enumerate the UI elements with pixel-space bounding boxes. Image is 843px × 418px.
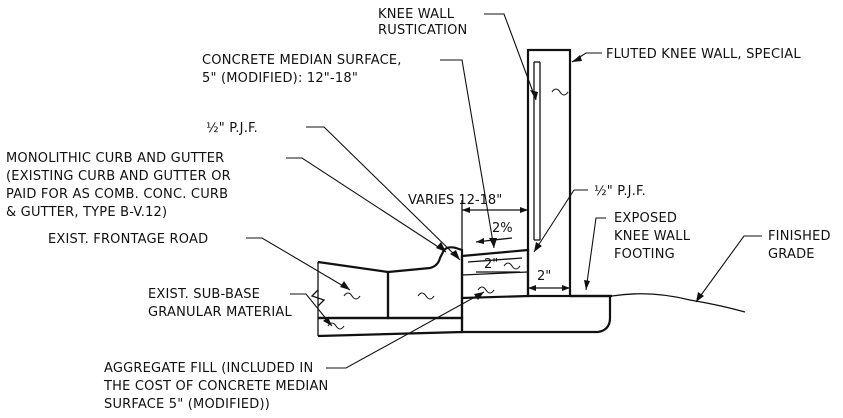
- break-line-1: [310, 289, 326, 307]
- label-knee-wall-rustication-1: KNEE WALL: [378, 7, 455, 22]
- sub-base-bottom: [317, 331, 463, 337]
- frontage-road-pavement: [317, 260, 390, 320]
- knee-wall-footing: [460, 294, 612, 334]
- inner-2-inch-dimension: 2": [484, 257, 498, 272]
- finished-grade-line: [611, 293, 746, 313]
- label-finished-grade-2: GRADE: [768, 247, 815, 262]
- leader-frontage-road-arrow: [340, 281, 350, 290]
- slope-dimension: 2%: [492, 221, 513, 236]
- knee-wall: [526, 48, 572, 298]
- label-exposed-footing-1: EXPOSED: [614, 211, 677, 226]
- leader-rustication-arrow: [530, 90, 538, 100]
- label-aggregate-1: AGGREGATE FILL (INCLUDED IN: [104, 361, 313, 376]
- leader-pjf-upper-arrow: [450, 250, 460, 260]
- hatch-curb-1: [417, 292, 435, 300]
- hatch-median-1: [477, 286, 495, 294]
- leader-finished-grade: [695, 235, 762, 303]
- leader-curb-arrow: [436, 242, 446, 252]
- hatch-road-1: [343, 292, 361, 300]
- label-exposed-footing-2: KNEE WALL: [614, 229, 691, 244]
- leader-exposed-footing: [585, 217, 606, 291]
- label-curb-gutter-2: (EXISTING CURB AND GUTTER OR: [6, 169, 231, 184]
- label-curb-gutter-3: PAID FOR AS COMB. CONC. CURB: [6, 187, 228, 202]
- label-aggregate-3: SURFACE 5" (MODIFIED)): [104, 397, 270, 412]
- label-knee-wall-rustication-2: RUSTICATION: [378, 23, 467, 38]
- varies-arrow-right: [520, 207, 528, 213]
- leader-exposed-footing-arrow: [584, 280, 590, 290]
- dimensions: VARIES 12-18" 2% 2" 2": [408, 193, 570, 291]
- leader-finished-grade-arrow: [696, 292, 704, 302]
- label-finished-grade-1: FINISHED: [768, 229, 831, 244]
- label-exposed-footing-3: FOOTING: [614, 247, 675, 262]
- slope-arrow-head: [476, 238, 484, 244]
- label-pjf-upper: ½" P.J.F.: [206, 121, 258, 136]
- leader-curb: [286, 157, 447, 253]
- leader-fluted-arrow: [572, 55, 582, 62]
- leader-aggregate: [326, 291, 485, 369]
- label-frontage-road: EXIST. FRONTAGE ROAD: [48, 232, 208, 247]
- label-median-surface-2: 5" (MODIFIED): 12"-18": [202, 71, 358, 86]
- leader-median-surface: [440, 59, 495, 249]
- labels: KNEE WALL RUSTICATION FLUTED KNEE WALL, …: [6, 7, 831, 412]
- leader-pjf-lower: [533, 189, 588, 253]
- label-fluted-knee-wall: FLUTED KNEE WALL, SPECIAL: [606, 47, 801, 62]
- varies-dimension: VARIES 12-18": [408, 193, 502, 208]
- label-aggregate-2: THE COST OF CONCRETE MEDIAN: [103, 379, 328, 394]
- leader-aggregate-arrow: [474, 292, 484, 300]
- leader-pjf-upper: [306, 126, 461, 261]
- median-surface-inner: [467, 257, 523, 263]
- sub-base: [317, 316, 464, 338]
- leaders: [246, 13, 762, 369]
- hatch-median-2: [503, 262, 521, 270]
- hatch-wall-1: [551, 88, 569, 96]
- outer-2-arrow-right: [562, 285, 570, 291]
- label-sub-base-2: GRANULAR MATERIAL: [148, 305, 293, 320]
- label-sub-base-1: EXIST. SUB-BASE: [148, 287, 260, 302]
- leader-median-surface-arrow: [489, 238, 497, 248]
- outer-2-inch-dimension: 2": [537, 269, 551, 284]
- label-pjf-lower: ½" P.J.F.: [594, 184, 646, 199]
- structure: [310, 48, 746, 338]
- label-curb-gutter-1: MONOLITHIC CURB AND GUTTER: [6, 151, 224, 166]
- leader-frontage-road: [246, 237, 351, 291]
- label-curb-gutter-4: & GUTTER, TYPE B-V.12): [6, 205, 167, 220]
- label-median-surface-1: CONCRETE MEDIAN SURFACE,: [202, 53, 402, 68]
- outer-2-arrow-left: [528, 285, 536, 291]
- curb-and-gutter: [386, 246, 464, 320]
- varies-arrow-left: [462, 207, 470, 213]
- leader-rustication: [484, 13, 537, 101]
- leader-pjf-lower-arrow: [534, 242, 542, 252]
- leader-sub-base-arrow: [323, 317, 332, 326]
- leader-sub-base: [290, 293, 333, 327]
